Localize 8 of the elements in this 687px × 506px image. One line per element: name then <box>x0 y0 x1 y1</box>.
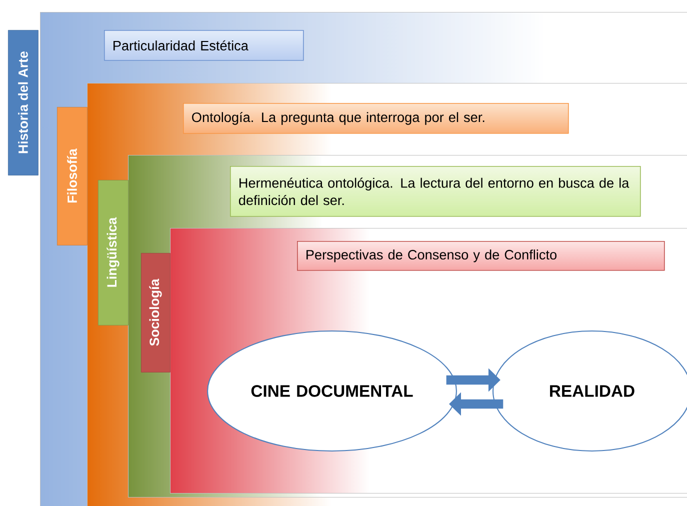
text-box: Hermenéutica ontológica. La lectura del entorno en busca de la definición del ser. <box>230 166 641 217</box>
node-label: Lingüística <box>106 217 120 287</box>
node-label: Historia del Arte <box>18 51 28 154</box>
node-label: Sociología <box>149 278 162 346</box>
text-box: Particularidad Estética <box>104 30 304 61</box>
text-box: Ontología. La pregunta que interroga por el ser. <box>183 103 569 134</box>
node-label: Filosofía <box>67 148 77 203</box>
text-box: Perspectivas de Consenso y de Conflicto <box>297 241 665 271</box>
